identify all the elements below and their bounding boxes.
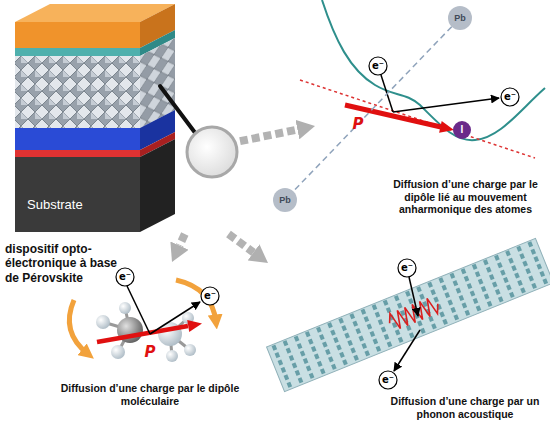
charge-path bbox=[393, 98, 499, 112]
hydrogen-atom bbox=[166, 350, 178, 362]
lead-atom: Pb bbox=[273, 188, 297, 212]
charge-circle bbox=[398, 259, 416, 277]
electrode-layer bbox=[15, 22, 140, 48]
device-stack: dispositif opto-électronique à base de P… bbox=[10, 2, 240, 234]
lattice-strip bbox=[267, 238, 550, 391]
tangent-line bbox=[300, 80, 535, 158]
charge-circle bbox=[369, 57, 387, 75]
charge-path bbox=[127, 286, 150, 334]
dipole-arrow-head bbox=[439, 121, 454, 133]
lead-atom: Pb bbox=[448, 6, 472, 30]
zoom-arrow-path bbox=[229, 234, 254, 252]
charge-circle bbox=[379, 371, 397, 389]
hydrogen-atom bbox=[96, 315, 110, 329]
lattice-band bbox=[267, 238, 550, 391]
charge-label: e⁻ bbox=[504, 92, 516, 102]
charge-path bbox=[409, 277, 418, 316]
charge-circle bbox=[501, 88, 519, 106]
scattering-panel: Diffusion d’une charge par le dipôle mol… bbox=[40, 262, 260, 422]
charge-path bbox=[150, 302, 200, 334]
charge-circle bbox=[201, 287, 219, 305]
perovskite-layer bbox=[15, 56, 140, 128]
bond-line-path bbox=[293, 27, 451, 192]
hydrogen-atom bbox=[119, 302, 131, 314]
caption-text: Substrate bbox=[27, 197, 127, 213]
iodine-atom: I bbox=[453, 121, 471, 139]
atom-label: I bbox=[461, 124, 464, 136]
transport-layer bbox=[15, 128, 140, 150]
charge-path bbox=[394, 330, 420, 371]
dipole-arrow-head bbox=[187, 320, 202, 332]
transport-layer bbox=[15, 48, 140, 56]
atom-label: Pb bbox=[454, 13, 466, 24]
caption-text: Diffusion d’une charge par le dipôle mol… bbox=[40, 382, 260, 407]
charge-label: e⁻ bbox=[382, 375, 394, 385]
charge-circle bbox=[116, 268, 134, 286]
charge-label: e⁻ bbox=[372, 61, 384, 71]
electrode-layer bbox=[15, 150, 140, 157]
magnifier-lens bbox=[187, 127, 237, 177]
zoom-arrow-path bbox=[179, 234, 184, 246]
dipole-label: P bbox=[353, 117, 364, 132]
perovskite-octahedra bbox=[15, 56, 140, 128]
caption-text: Diffusion d’une charge par le dipôle lié… bbox=[383, 178, 548, 216]
charge-label: e⁻ bbox=[119, 272, 131, 282]
dipole-arrow bbox=[97, 326, 188, 342]
substrate-layer: Substrate bbox=[15, 157, 140, 232]
magnifier-handle bbox=[160, 86, 196, 134]
substrate-side bbox=[140, 139, 175, 232]
charge-path bbox=[381, 75, 393, 112]
caption-text: dispositif opto-électronique à base de P… bbox=[5, 242, 130, 285]
atom-label: Pb bbox=[279, 195, 291, 206]
zoom-arrow bbox=[179, 234, 184, 246]
rotation-arrow bbox=[69, 300, 88, 354]
scattering-panel: Diffusion d’une charge par le dipôle lié… bbox=[315, 0, 550, 225]
zoom-arrow-path bbox=[240, 130, 297, 142]
charge-label: e⁻ bbox=[401, 263, 413, 273]
charge-label: e⁻ bbox=[204, 291, 216, 301]
zoom-arrow bbox=[229, 234, 254, 252]
lattice-atoms bbox=[267, 238, 550, 391]
caption-text: Diffusion d’une charge par un phonon aco… bbox=[380, 395, 550, 420]
zoom-arrow bbox=[240, 130, 297, 142]
phonon-wave bbox=[386, 295, 441, 331]
dipole-label: P bbox=[145, 345, 156, 360]
hydrogen-atom bbox=[184, 344, 196, 356]
hydrogen-atom bbox=[111, 345, 125, 359]
bond-line bbox=[293, 27, 451, 192]
potential-curve bbox=[322, 0, 545, 140]
